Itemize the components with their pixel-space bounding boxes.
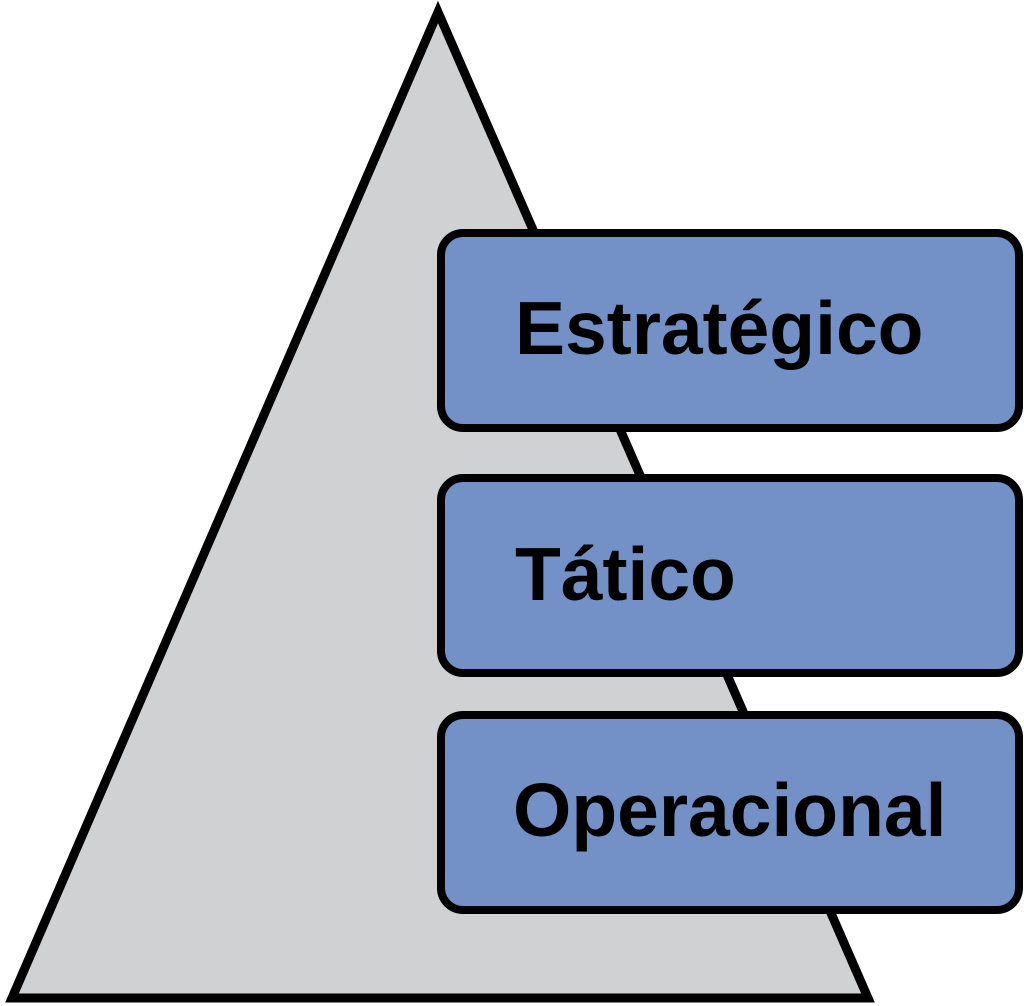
level-label-strategic: Estratégico [515, 286, 923, 370]
level-box-strategic-shape [437, 229, 1023, 432]
level-box-strategic: Estratégico [437, 229, 1023, 432]
level-box-tactical-shape [437, 474, 1023, 677]
level-label-operational: Operacional [513, 768, 946, 852]
level-box-operational: Operacional [437, 711, 1023, 914]
level-label-tactical: Tático [515, 532, 736, 616]
level-box-operational-shape [437, 711, 1023, 914]
level-box-tactical: Tático [437, 474, 1023, 677]
